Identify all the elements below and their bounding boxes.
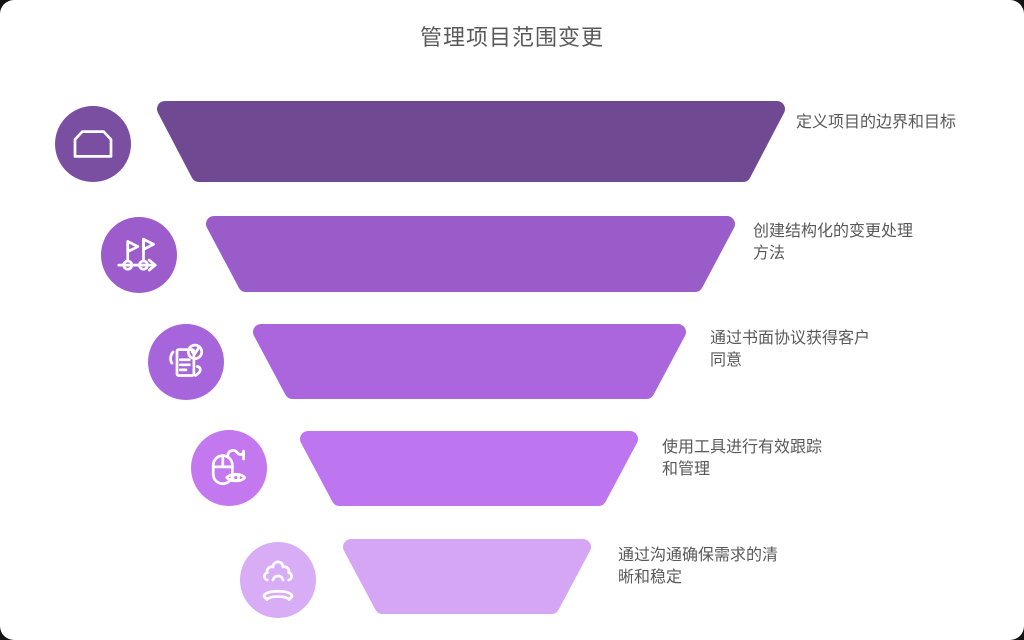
funnel-bar — [343, 539, 591, 614]
step-icon-circle — [240, 542, 316, 618]
step-label-line: 晰和稳定 — [618, 569, 683, 586]
step-label-line: 创建结构化的变更处理 — [753, 223, 914, 240]
tracking-icon — [211, 449, 247, 486]
communication-icon — [262, 560, 294, 602]
page-title: 管理项目范围变更 — [419, 25, 604, 50]
step-icon-circle — [101, 217, 177, 293]
step-icon-circle — [55, 106, 131, 182]
step-label-line: 同意 — [710, 352, 743, 369]
step-label-line: 方法 — [753, 245, 786, 262]
boundary-icon — [73, 130, 113, 158]
step-label-line: 定义项目的边界和目标 — [796, 114, 957, 131]
step-label-line: 通过沟通确保需求的清 — [618, 547, 779, 564]
step-icon-circle — [148, 324, 224, 400]
agreement-icon — [169, 343, 204, 377]
step-label-line: 和管理 — [662, 461, 711, 478]
step-label-line: 通过书面协议获得客户 — [710, 330, 871, 347]
step-label-line: 使用工具进行有效跟踪 — [662, 439, 823, 456]
milestones-icon — [117, 237, 157, 272]
step-label: 通过书面协议获得客户同意 — [710, 328, 870, 372]
step-label: 使用工具进行有效跟踪和管理 — [662, 437, 822, 481]
step-icon-circle — [191, 430, 267, 506]
funnel-bar — [253, 324, 686, 399]
funnel-bar — [206, 216, 735, 292]
step-label: 通过沟通确保需求的清晰和稳定 — [618, 545, 778, 589]
step-label: 创建结构化的变更处理方法 — [753, 221, 913, 265]
funnel-bar — [157, 101, 785, 182]
funnel-bar — [300, 431, 638, 506]
step-label: 定义项目的边界和目标 — [796, 112, 956, 134]
